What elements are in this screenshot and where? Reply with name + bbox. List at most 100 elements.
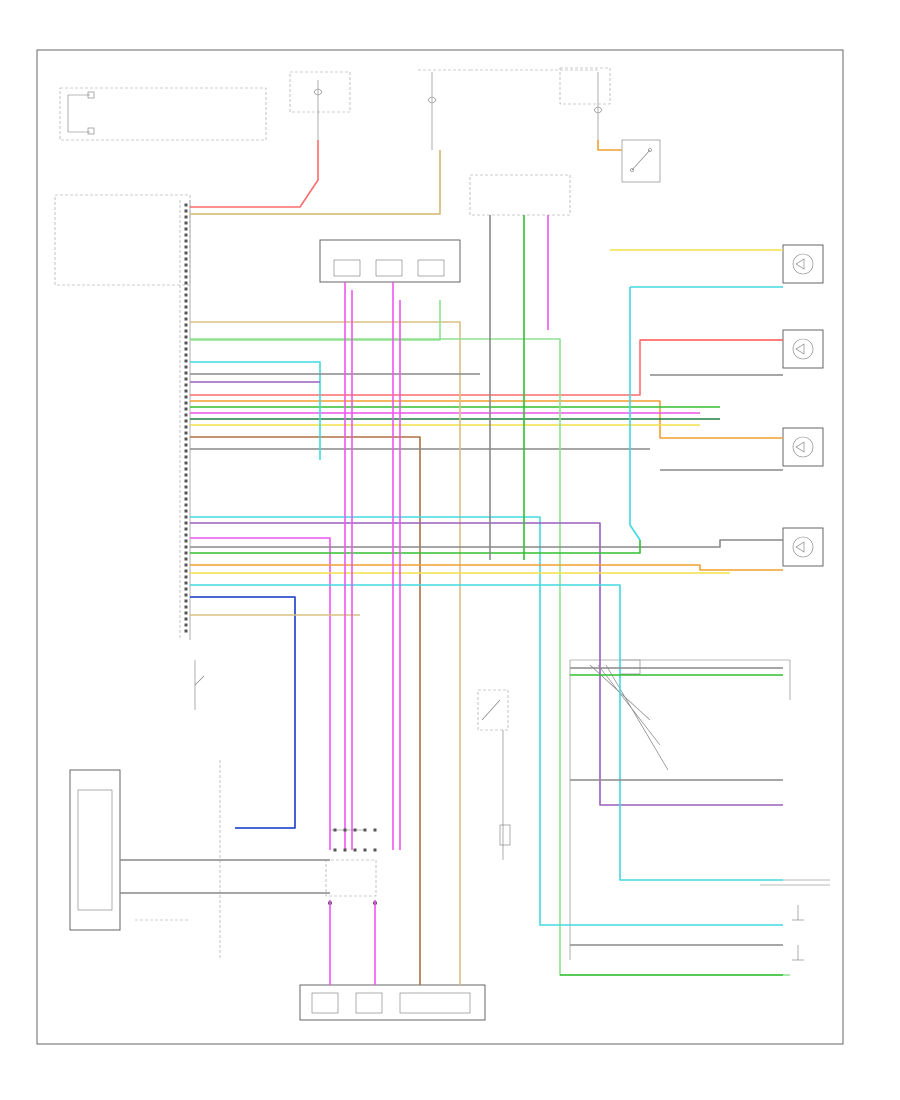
wire-lf2-high <box>190 564 783 571</box>
abs-module-connector <box>54 194 191 640</box>
connector-pin <box>184 227 188 231</box>
connector-pin <box>184 563 188 567</box>
connector-pin <box>184 425 188 429</box>
wire-tcs-active <box>190 522 783 806</box>
center-connector <box>469 174 571 216</box>
dlc-pin <box>353 848 357 852</box>
connector-pin <box>184 389 188 393</box>
dlc-pin <box>353 828 357 832</box>
connector-pin <box>184 623 188 627</box>
connector-pin <box>184 575 188 579</box>
connector-pin <box>184 263 188 267</box>
connector-pin <box>184 317 188 321</box>
connector-pin <box>184 359 188 363</box>
connector-pin <box>184 251 188 255</box>
left-front-wheel-speed-sensor <box>782 244 824 284</box>
stop-lamp-switch <box>621 139 661 183</box>
right-front-wheel-speed-sensor <box>782 527 824 567</box>
connector-pin <box>184 401 188 405</box>
connector-pin <box>184 497 188 501</box>
dlc-pin <box>333 828 337 832</box>
connector-pin <box>184 329 188 333</box>
diagram-frame <box>36 49 844 1045</box>
wire-rf-high <box>190 539 783 548</box>
wire-vert-blue <box>629 287 641 541</box>
wire-serial-data <box>190 537 331 850</box>
connector-pin <box>184 347 188 351</box>
connector-pin <box>184 299 188 303</box>
traction-switch <box>477 689 511 860</box>
connector-pin <box>184 617 188 621</box>
wire-stoplamp-green <box>190 300 441 341</box>
wire-ground <box>190 596 296 829</box>
lamp-driver-module <box>319 239 461 283</box>
dlc-pin <box>373 828 377 832</box>
connector-pin <box>184 311 188 315</box>
connector-pin <box>184 245 188 249</box>
connector-pin <box>184 341 188 345</box>
connector-pin <box>184 371 188 375</box>
dlc-pin <box>343 848 347 852</box>
connector-pin <box>184 233 188 237</box>
connector-pin <box>184 491 188 495</box>
connector-pin <box>184 503 188 507</box>
connector-pin <box>184 443 188 447</box>
connector-pin <box>184 485 188 489</box>
dlc-pin <box>373 848 377 852</box>
wire-ref-low <box>190 584 783 881</box>
connector-pin <box>184 293 188 297</box>
connector-pin <box>184 515 188 519</box>
wire-rf-low <box>190 540 641 554</box>
dlc-pin <box>363 828 367 832</box>
connector-pin <box>184 377 188 381</box>
connector-pin <box>184 599 188 603</box>
connector-pin <box>184 455 188 459</box>
dlc-pin <box>363 848 367 852</box>
connector-pin <box>184 461 188 465</box>
connector-pin <box>184 287 188 291</box>
wire-brake-sig <box>190 436 421 985</box>
connector-pin <box>184 239 188 243</box>
connector-pin <box>184 305 188 309</box>
connector-pin <box>184 215 188 219</box>
connector-pin <box>184 473 188 477</box>
connector-pin <box>184 209 188 213</box>
connector-pin <box>184 509 188 513</box>
connector-pin <box>184 221 188 225</box>
connector-pin <box>184 545 188 549</box>
connector-pin <box>184 323 188 327</box>
dlc-pin <box>343 828 347 832</box>
left-rear-wheel-speed-sensor <box>782 329 824 369</box>
right-rear-wheel-speed-sensor <box>782 427 824 467</box>
connector-pin <box>184 257 188 261</box>
connector-pin <box>184 527 188 531</box>
connector-pin <box>184 419 188 423</box>
ground-symbols <box>760 879 830 961</box>
steering-sensor-block <box>569 659 791 960</box>
connector-pin <box>184 437 188 441</box>
powertrain-control-module <box>299 984 486 1021</box>
connector-pin <box>184 395 188 399</box>
connector-pin <box>184 281 188 285</box>
connector-pin <box>184 431 188 435</box>
wire-ignition-feed <box>190 150 441 215</box>
connector-pin <box>184 449 188 453</box>
connector-pin <box>184 407 188 411</box>
dlc-pin <box>333 848 337 852</box>
wire-lateral-accel <box>190 361 321 460</box>
connector-pin <box>184 203 188 207</box>
wire-battery-feed <box>190 140 319 208</box>
connector-pin <box>184 479 188 483</box>
connector-pin <box>184 365 188 369</box>
connector-pin <box>184 569 188 573</box>
connector-pin <box>184 353 188 357</box>
connector-pin <box>184 593 188 597</box>
connector-pin <box>184 551 188 555</box>
connector-pin <box>184 605 188 609</box>
connector-pin <box>184 269 188 273</box>
connector-pin <box>184 467 188 471</box>
fuse-block-center <box>418 69 600 150</box>
wire-lf-high <box>190 339 783 396</box>
connector-pin <box>184 539 188 543</box>
